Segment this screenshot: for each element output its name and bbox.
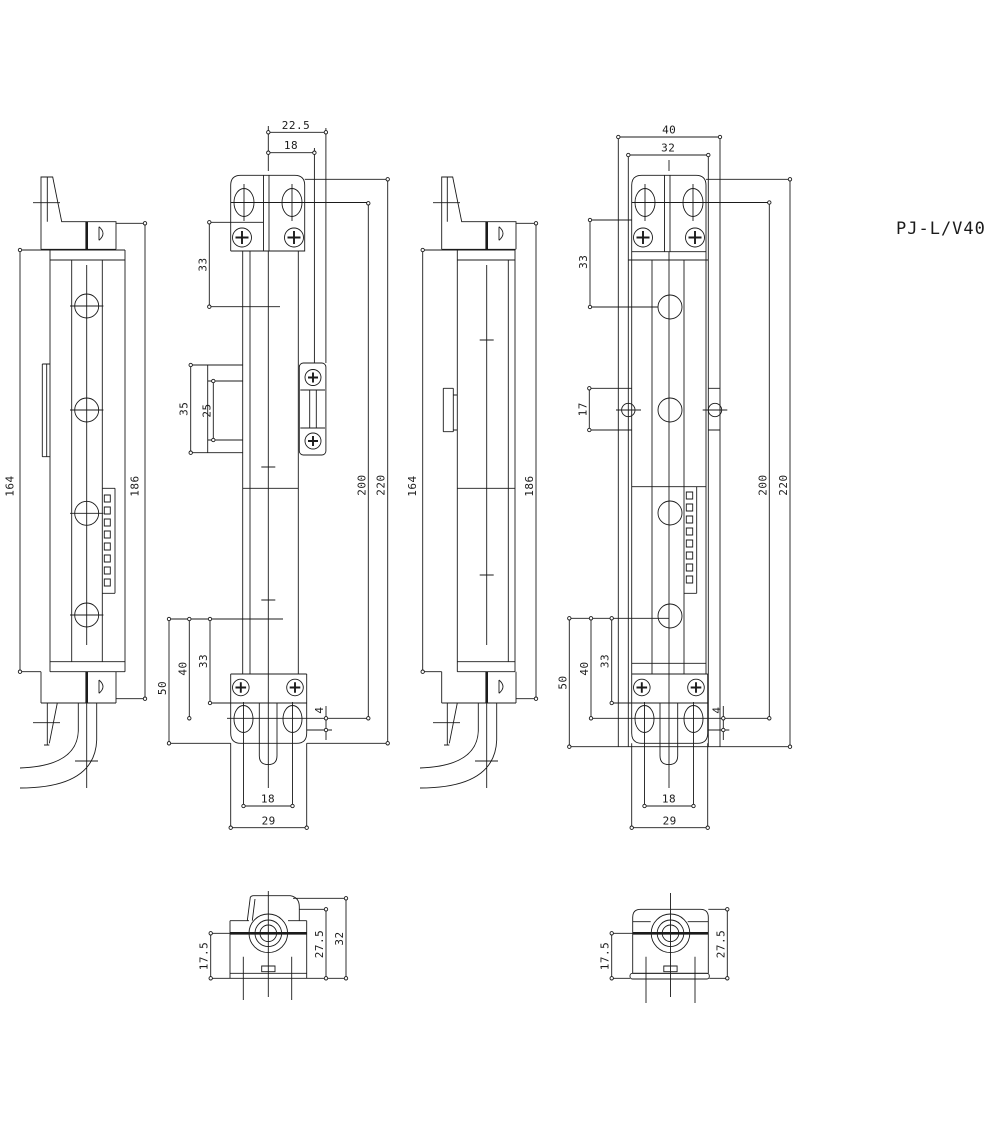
dim-label-40: 40 xyxy=(176,661,189,675)
view-side-left: 164 186 xyxy=(4,176,148,789)
ratchet-strip xyxy=(103,494,111,587)
bolt-hole xyxy=(74,602,100,628)
dim-label-17-5: 17.5 xyxy=(599,942,612,971)
dim-label-200: 200 xyxy=(355,474,368,495)
section-view-left: 17.5 27.5 32 xyxy=(198,891,349,1000)
drawing-title: PJ-L/V40 xyxy=(896,219,986,239)
dim-label-29: 29 xyxy=(262,815,276,828)
dim-label-33b: 33 xyxy=(197,654,210,668)
side-screw-hole xyxy=(621,402,636,418)
mount-slot xyxy=(634,705,655,733)
dim-label-27-5: 27.5 xyxy=(313,930,326,959)
dim-label-22-5: 22.5 xyxy=(282,119,311,132)
bolt-hole xyxy=(657,294,683,320)
ratchet-strip xyxy=(685,491,694,584)
dim-label-50: 50 xyxy=(156,681,169,695)
dim-label-17-5: 17.5 xyxy=(198,942,211,971)
dim-label-33: 33 xyxy=(196,257,209,271)
view-front-right: 40 32 33 17 200 220 50 40 33 4 18 29 xyxy=(556,124,793,830)
side-screw-hole xyxy=(707,402,723,418)
bolt-hole xyxy=(74,397,100,423)
dim-label-164: 164 xyxy=(406,475,419,496)
dim-label-220: 220 xyxy=(375,474,388,495)
mount-slot xyxy=(233,188,255,217)
mount-slot xyxy=(233,705,254,733)
dim-label-33b: 33 xyxy=(599,654,612,668)
dim-label-4: 4 xyxy=(313,706,326,713)
section-view-right: 17.5 27.5 xyxy=(599,893,730,1003)
mount-slot xyxy=(282,705,303,733)
dim-label-200: 200 xyxy=(756,474,769,495)
dim-label-18b: 18 xyxy=(261,793,275,806)
bolt-hole xyxy=(657,500,683,526)
dim-label-29: 29 xyxy=(663,815,677,828)
dim-label-164: 164 xyxy=(4,475,17,496)
view-front-left: 22.5 18 33 35 25 200 220 50 40 33 4 18 2… xyxy=(156,119,390,830)
dim-label-50: 50 xyxy=(556,675,569,689)
bolt-hole xyxy=(657,603,683,629)
dim-label-18: 18 xyxy=(284,139,298,152)
screw xyxy=(633,227,705,697)
bolt-hole xyxy=(657,397,683,423)
view-side-right: 164 186 xyxy=(406,176,539,789)
strike-rail xyxy=(298,362,327,456)
dim-label-32: 32 xyxy=(661,142,675,155)
dim-label-4: 4 xyxy=(710,706,723,713)
mount-slot xyxy=(682,188,704,217)
bolt-hole xyxy=(74,293,100,319)
bolt-hole xyxy=(74,500,100,526)
dim-label-186: 186 xyxy=(523,475,536,496)
dim-label-27-5: 27.5 xyxy=(714,930,727,959)
mount-slot xyxy=(281,188,303,217)
dim-label-33: 33 xyxy=(577,255,590,269)
dim-label-25: 25 xyxy=(200,403,213,417)
dim-label-220: 220 xyxy=(777,474,790,495)
base-flange xyxy=(629,972,710,980)
dim-label-17: 17 xyxy=(576,402,589,416)
dim-label-18b: 18 xyxy=(662,793,676,806)
dim-label-40: 40 xyxy=(662,124,676,137)
mount-slot xyxy=(634,188,656,217)
dim-label-186: 186 xyxy=(129,475,142,496)
dim-label-40b: 40 xyxy=(578,661,591,675)
dim-label-35: 35 xyxy=(178,402,191,416)
screw xyxy=(232,227,322,697)
dim-label-32: 32 xyxy=(333,931,346,945)
mount-slot xyxy=(683,705,704,733)
